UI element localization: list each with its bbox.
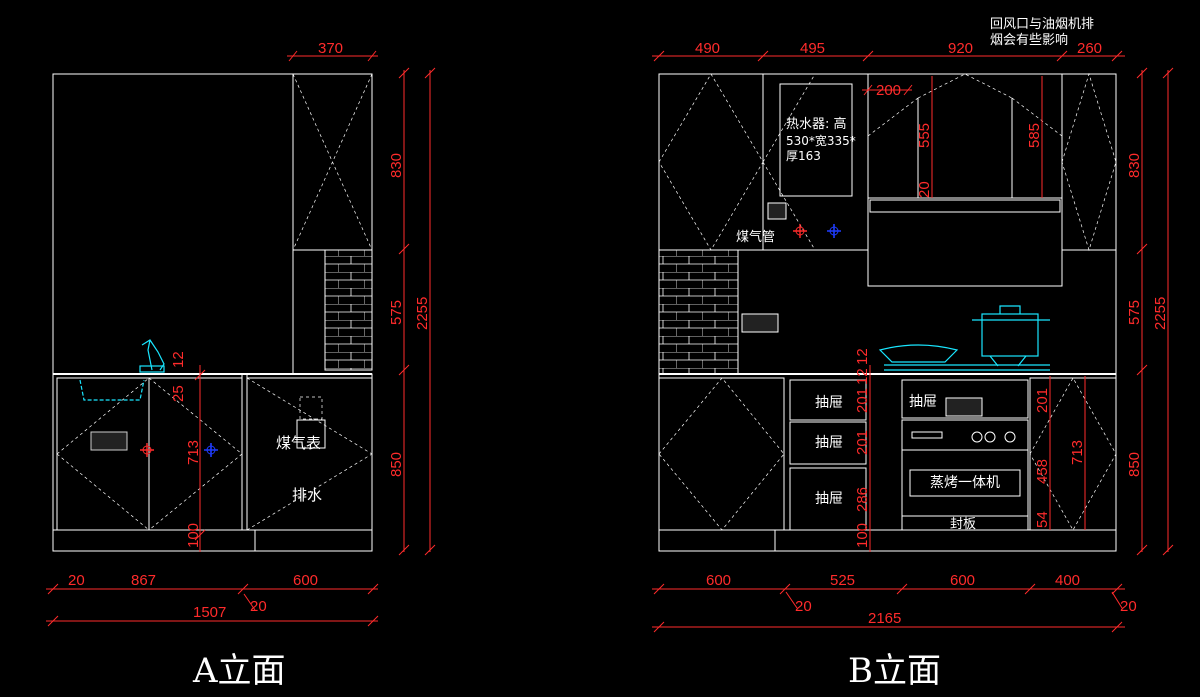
a-dim-upper: 830 <box>388 153 405 178</box>
a-dim-bottom-total: 1507 <box>193 604 226 621</box>
b-dim-bottom-right: 400 <box>1055 572 1080 589</box>
elevation-b <box>658 72 1117 552</box>
b-label-panel: 封板 <box>950 517 976 532</box>
b-dim-lower: 850 <box>1126 452 1143 477</box>
a-dim-lower: 850 <box>388 452 405 477</box>
a-socket <box>90 431 128 451</box>
b-socket-1 <box>767 202 787 220</box>
b-dim-top-offset: 200 <box>876 82 901 99</box>
a-dim-bottom-small-gap: 20 <box>250 598 267 615</box>
a-upper-wall-area <box>52 73 294 375</box>
b-dim-top-left: 490 <box>695 40 720 57</box>
b-drawer-1 <box>789 379 867 421</box>
b-elevation-title: B立面 <box>848 651 941 691</box>
b-dim-hood-gap: 20 <box>916 181 933 198</box>
b-heater-line-1: 热水器: 高 <box>786 116 847 132</box>
b-filler-panel <box>901 515 1029 531</box>
b-water-heater <box>779 83 853 197</box>
b-dim-middle: 575 <box>1126 300 1143 325</box>
b-dim-top-hood: 920 <box>948 40 973 57</box>
b-socket-3 <box>945 397 983 417</box>
a-dim-bottom-sink: 867 <box>131 572 156 589</box>
b-label-drawer-2: 抽屉 <box>815 435 843 451</box>
b-range-hood <box>867 197 1063 287</box>
b-label-drawer-3: 抽屉 <box>815 491 843 507</box>
a-elevation-title: A立面 <box>192 651 286 691</box>
a-label-drain: 排水 <box>292 486 322 504</box>
b-label-drawer-1: 抽屉 <box>815 395 843 411</box>
elevation-a <box>52 73 373 552</box>
b-dim-bottom-gap-right: 20 <box>1120 598 1137 615</box>
b-dim-drawer-1: 201 <box>854 388 871 413</box>
b-note-line-1: 回风口与油烟机排 <box>990 17 1094 32</box>
b-dim-top-right: 260 <box>1077 40 1102 57</box>
a-dim-bottom-gap: 20 <box>68 572 85 589</box>
a-dimensions <box>46 50 436 627</box>
b-socket-2 <box>741 313 779 333</box>
b-dim-bottom-oven: 600 <box>950 572 975 589</box>
b-drawer-right <box>901 379 1029 419</box>
b-dimensions <box>652 50 1174 633</box>
a-dim-counter: 12 <box>170 351 187 368</box>
a-markers <box>140 443 218 457</box>
a-sink-fixture <box>79 339 165 401</box>
b-label-gas-pipe: 煤气管 <box>736 229 775 245</box>
b-dim-oven-total: 713 <box>1069 440 1086 465</box>
a-dim-toe: 100 <box>185 523 202 548</box>
b-dim-drawer-2: 201 <box>854 430 871 455</box>
b-upper-right-cabinet <box>1061 73 1117 251</box>
a-dim-middle: 575 <box>388 300 405 325</box>
b-dim-counter: 12 <box>854 348 871 365</box>
b-label-drawer-right: 抽屉 <box>909 394 937 410</box>
a-right-door <box>246 377 373 531</box>
b-dim-top-middle: 495 <box>800 40 825 57</box>
a-dim-bottom-right: 600 <box>293 572 318 589</box>
b-dim-small: 12 <box>854 368 871 385</box>
b-dim-bottom-drawers: 525 <box>830 572 855 589</box>
a-dim-cabinet: 713 <box>185 440 202 465</box>
b-heater-line-2: 530*宽335* <box>786 133 856 148</box>
b-upper-left-cabinet <box>658 73 764 251</box>
b-label-oven: 蒸烤一体机 <box>930 475 1000 491</box>
b-cooktop-fixtures <box>878 305 1050 371</box>
b-base-left-door <box>658 377 785 531</box>
b-dim-drawer-3: 286 <box>854 487 871 512</box>
b-dim-total: 2255 <box>1152 297 1169 330</box>
b-dim-bottom-gap-left: 20 <box>795 598 812 615</box>
b-heater-line-3: 厚163 <box>786 149 821 163</box>
a-sink-door-left <box>56 377 150 531</box>
b-dim-right-height: 585 <box>1026 123 1043 148</box>
b-drawer-3 <box>789 467 867 531</box>
a-dim-sink-depth: 25 <box>170 385 187 402</box>
b-drawer-2 <box>789 421 867 465</box>
b-dim-hood-height: 555 <box>916 123 933 148</box>
a-label-gas-meter: 煤气表 <box>276 434 321 452</box>
a-dim-top: 370 <box>318 40 343 57</box>
b-oven-control <box>901 419 1029 451</box>
b-dim-oven-c: 54 <box>1034 511 1051 528</box>
b-markers <box>793 224 841 238</box>
b-dim-oven-b: 458 <box>1034 459 1051 484</box>
a-brick-wall <box>324 249 373 371</box>
b-dim-upper: 830 <box>1126 153 1143 178</box>
b-dim-bottom-left: 600 <box>706 572 731 589</box>
a-dim-total: 2255 <box>414 297 431 330</box>
b-brick-wall <box>658 249 739 375</box>
b-dim-bottom-total: 2165 <box>868 610 901 627</box>
b-dim-oven-a: 201 <box>1034 388 1051 413</box>
b-note-line-2: 烟会有些影响 <box>990 32 1068 48</box>
b-dim-toe: 100 <box>854 523 871 548</box>
